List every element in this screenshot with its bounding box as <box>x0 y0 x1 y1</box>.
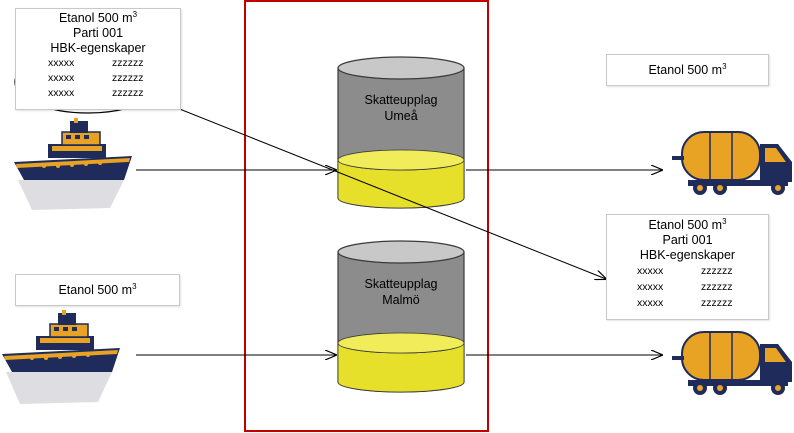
shipment-info-box-bottom-left: Etanol 500 m3 <box>15 274 180 306</box>
tank-type-label: Skatteupplag <box>364 277 438 291</box>
shipment-info-box-top-right: Etanol 500 m3 <box>606 54 769 86</box>
tank-location-label: Umeå <box>384 109 418 123</box>
tank-location-label: Malmö <box>382 293 420 307</box>
ship-icon <box>2 310 120 404</box>
product-volume-label: Etanol 500 m3 <box>648 216 727 232</box>
arrow-properties-to-output <box>151 97 606 279</box>
tank-type-label: Skatteupplag <box>364 93 438 107</box>
properties-heading: HBK-egenskaper <box>50 41 146 55</box>
tanker-truck-icon <box>672 331 792 395</box>
tank-malmo-label: Skatteupplag Malmö <box>338 276 464 308</box>
product-volume-label: Etanol 500 m3 <box>58 281 137 297</box>
tank-malmo <box>337 240 465 393</box>
shipment-info-box-mid-right: Etanol 500 m3 Parti 001 HBK-egenskaper x… <box>606 214 769 320</box>
properties-heading: HBK-egenskaper <box>639 248 736 262</box>
shipment-info-box-top-left: Etanol 500 m3 Parti 001 HBK-egenskaper x… <box>15 8 181 110</box>
ship-icon <box>14 118 132 210</box>
batch-label: Parti 001 <box>662 233 713 247</box>
tanker-truck-icon <box>672 131 792 195</box>
product-volume-label: Etanol 500 m3 <box>648 61 727 77</box>
batch-label: Parti 001 <box>72 26 124 40</box>
customs-warehouse-frame <box>244 0 489 432</box>
tank-umea-label: Skatteupplag Umeå <box>338 92 464 124</box>
product-volume-label: Etanol 500 m3 <box>58 9 138 25</box>
tank-umea <box>337 56 465 209</box>
